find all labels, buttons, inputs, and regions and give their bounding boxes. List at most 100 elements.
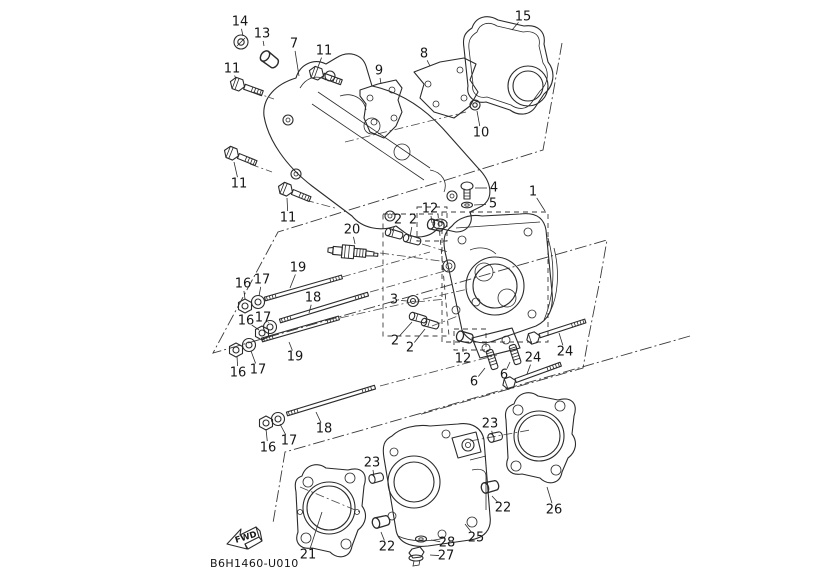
leader-line-5 <box>473 203 487 206</box>
callout-11: 11 <box>224 62 241 77</box>
leader-line-1 <box>536 197 546 212</box>
callout-5: 5 <box>489 197 497 212</box>
callout-21: 21 <box>300 548 317 563</box>
valve-guide-dashed-box <box>382 213 450 337</box>
leader-line-27 <box>429 554 440 556</box>
head-gasket-26-drawing <box>504 392 577 484</box>
callout-19: 19 <box>287 350 304 365</box>
callout-26: 26 <box>546 503 563 518</box>
head-cover-drawing <box>263 53 491 238</box>
callout-18: 18 <box>305 291 322 306</box>
callout-27: 27 <box>438 549 455 564</box>
bolt-11-drawing <box>275 180 313 206</box>
leader-line-13 <box>262 40 265 47</box>
washer-5-drawing <box>460 201 474 209</box>
cylinder-25-drawing <box>382 423 491 547</box>
washer-28-drawing <box>414 535 428 543</box>
leader-line-25 <box>464 523 472 533</box>
callout-15: 15 <box>515 10 532 25</box>
leader-line-16 <box>243 290 246 300</box>
callout-10: 10 <box>473 126 490 141</box>
leader-line-17 <box>279 423 287 436</box>
callout-23: 23 <box>482 417 499 432</box>
callout-22: 22 <box>495 501 512 516</box>
bolt-24-drawing <box>524 315 588 346</box>
leader-line-2 <box>414 328 426 343</box>
callout-28: 28 <box>439 536 456 551</box>
leader-line-19 <box>289 274 296 289</box>
callout-11: 11 <box>280 211 297 226</box>
leader-line-24 <box>526 364 531 375</box>
leader-line-8 <box>426 60 431 67</box>
callout-17: 17 <box>281 434 298 449</box>
callout-24: 24 <box>557 345 574 360</box>
leader-line-14 <box>241 28 244 37</box>
leader-line-11 <box>317 57 322 68</box>
fwd-arrow: FWD <box>226 526 263 550</box>
leader-line-23 <box>372 469 375 478</box>
callout-24: 24 <box>525 351 542 366</box>
head-dashed-box <box>441 211 549 343</box>
cylinder-head-drawing <box>442 213 558 359</box>
callout-16: 16 <box>260 441 277 456</box>
callout-11: 11 <box>231 177 248 192</box>
callout-12: 12 <box>422 202 439 217</box>
bolt-11-drawing <box>227 75 265 100</box>
callout-17: 17 <box>255 311 272 326</box>
washer-17-drawing <box>241 337 257 353</box>
plate-9-drawing <box>359 79 403 139</box>
leader-line-16 <box>251 324 260 331</box>
leader-line-2 <box>399 321 413 337</box>
callout-14: 14 <box>232 15 249 30</box>
leader-line-9 <box>379 77 382 85</box>
leader-line-2 <box>391 225 395 232</box>
group-frames <box>212 42 691 524</box>
base-gasket-21-drawing <box>294 464 367 558</box>
leader-line-11 <box>233 161 238 178</box>
bolt-27-drawing <box>408 546 425 567</box>
grommet-14-drawing <box>233 34 249 50</box>
callout-13: 13 <box>254 27 271 42</box>
dowel-22-drawing <box>479 478 501 495</box>
callout-16: 16 <box>235 277 252 292</box>
nut-16-drawing <box>258 415 274 431</box>
leader-line-11 <box>286 197 289 212</box>
leader-line-18 <box>315 411 322 423</box>
callout-8: 8 <box>420 47 428 62</box>
leader-line-28 <box>430 539 441 543</box>
nut-16-drawing <box>228 342 244 358</box>
callout-2: 2 <box>391 334 399 349</box>
diagram-code: B6H1460-U010 <box>210 557 299 570</box>
leader-line-17 <box>250 350 256 364</box>
callout-16: 16 <box>238 314 255 329</box>
nut-16-drawing <box>237 298 253 314</box>
leader-line-21 <box>309 511 323 549</box>
leader-line-6 <box>506 361 511 369</box>
callout-17: 17 <box>254 273 271 288</box>
callout-7: 7 <box>290 37 298 52</box>
leader-line-11 <box>234 75 237 80</box>
callout-18: 18 <box>316 422 333 437</box>
callout-22: 22 <box>379 540 396 555</box>
stud-18-drawing <box>278 291 370 324</box>
callout-11: 11 <box>316 44 333 59</box>
leader-line-22 <box>380 531 385 541</box>
cover-gasket-15-drawing <box>462 16 554 115</box>
leader-line-16 <box>265 428 268 442</box>
callout-23: 23 <box>364 456 381 471</box>
stud-18-drawing <box>285 384 377 417</box>
callout-16: 16 <box>230 366 247 381</box>
leader-line-20 <box>353 236 356 245</box>
leader-line-18 <box>308 304 312 314</box>
dowel-23-drawing <box>367 471 385 485</box>
callout-2: 2 <box>394 213 402 228</box>
callout-20: 20 <box>344 223 361 238</box>
leader-line-19 <box>288 341 293 351</box>
callout-6: 6 <box>470 375 478 390</box>
valve-guide-2-drawing <box>401 233 423 247</box>
callout-4: 4 <box>490 181 498 196</box>
callout-17: 17 <box>250 363 267 378</box>
washer-17-drawing <box>250 294 266 310</box>
stud-6-drawing <box>485 348 499 371</box>
leader-line-6 <box>478 367 486 377</box>
